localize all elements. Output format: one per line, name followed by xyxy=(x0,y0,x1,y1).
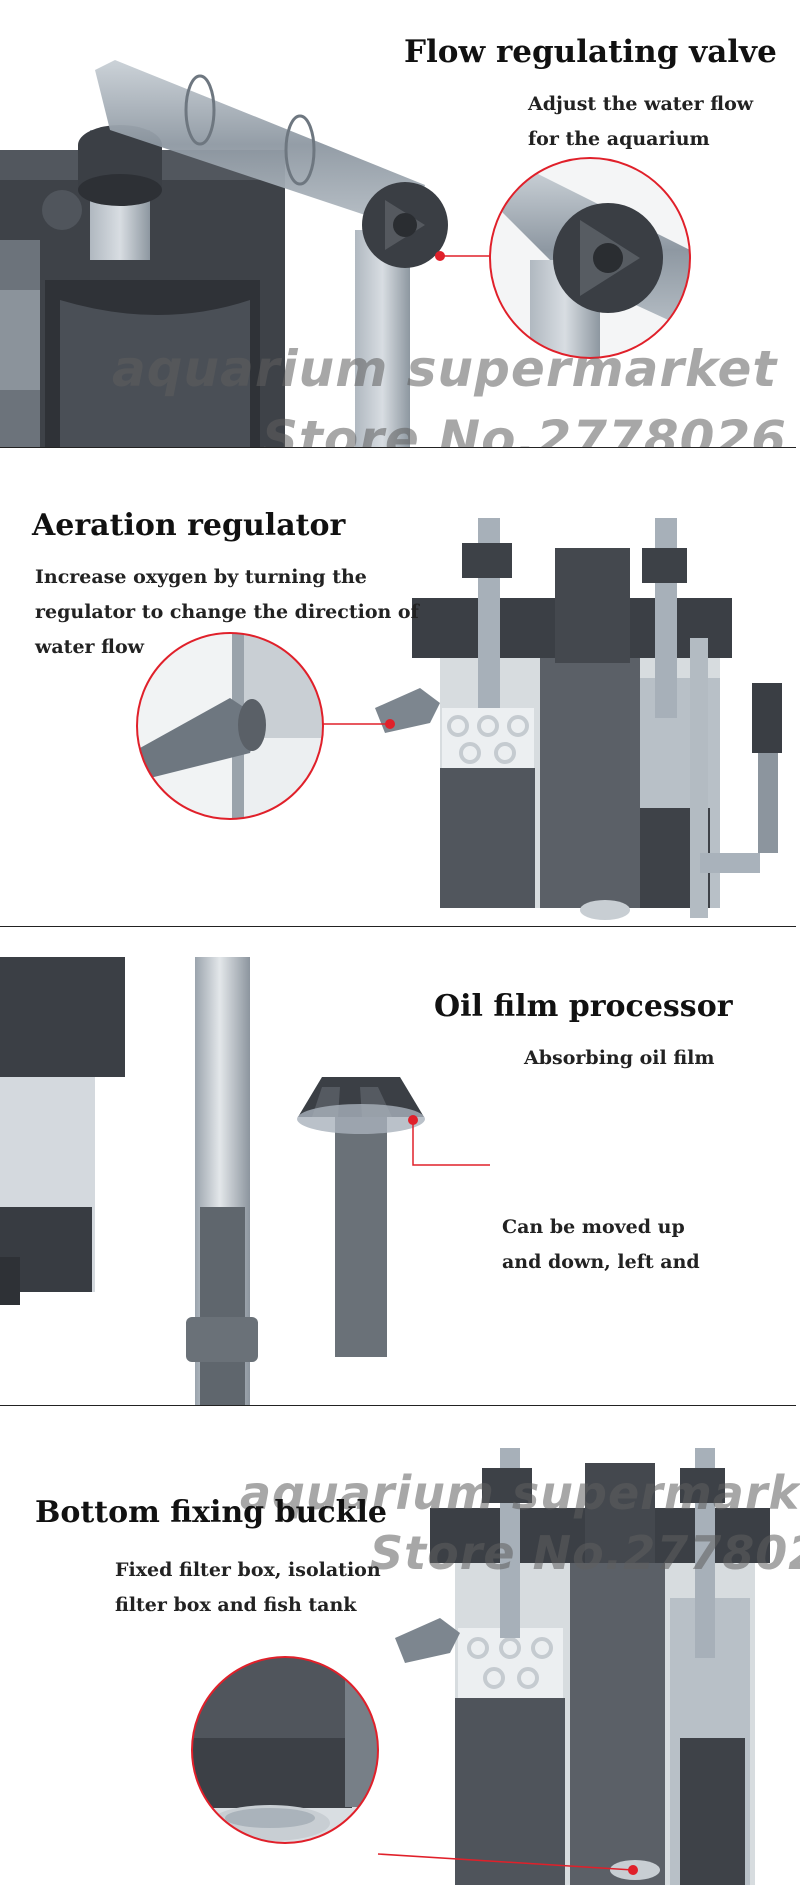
section-flow-valve: Flow regulating valve Adjust the water f… xyxy=(0,0,800,447)
bottom-buckle-illustration xyxy=(191,1448,770,1885)
description-line: Absorbing oil film xyxy=(524,1047,715,1069)
section-title: Bottom fixing buckle xyxy=(35,1495,387,1530)
section-divider xyxy=(0,447,796,448)
aeration-illustration xyxy=(136,518,782,920)
filter-lid xyxy=(0,957,125,1077)
watermark-line-1: aquarium supermarket xyxy=(112,340,778,398)
section-description: Increase oxygen by turning the regulator… xyxy=(35,560,419,665)
section-divider xyxy=(0,926,796,927)
description-line: Fixed filter box, isolation xyxy=(115,1559,381,1581)
flow-valve-illustration xyxy=(0,60,691,447)
section-oil-film: Oil film processor Absorbing oil film Ca… xyxy=(0,957,800,1405)
flow-pipe xyxy=(95,60,425,230)
aeration-nozzle xyxy=(395,1618,460,1663)
watermark-line-2: Store No.2778026 xyxy=(370,1526,800,1580)
watermark-line-1: aquarium supermarket xyxy=(240,1466,800,1520)
description-line: for the aquarium xyxy=(528,128,710,150)
description-line: filter box and fish tank xyxy=(115,1594,357,1616)
zoom-inset xyxy=(192,1657,378,1843)
section-divider xyxy=(0,1405,796,1406)
section-aeration: Aeration regulator Increase oxygen by tu… xyxy=(0,478,800,928)
section-description: Adjust the water flow for the aquarium xyxy=(528,87,753,157)
section-title: Aeration regulator xyxy=(32,508,346,543)
aeration-nozzle xyxy=(375,688,440,733)
section-description: Fixed filter box, isolation filter box a… xyxy=(115,1553,381,1623)
description-line: water flow xyxy=(35,636,144,658)
section-description: Absorbing oil film xyxy=(524,1041,714,1076)
note-line: and down, left and xyxy=(502,1251,700,1273)
section-title: Flow regulating valve xyxy=(404,34,777,70)
section-title: Oil film processor xyxy=(434,989,733,1024)
watermark-line-2: Store No.2778026 xyxy=(262,410,787,447)
section-bottom-buckle: aquarium supermarket Store No.2778026 Bo… xyxy=(0,1438,800,1885)
description-line: Adjust the water flow xyxy=(528,93,754,115)
processor-stem xyxy=(335,1097,387,1357)
oil-film-illustration xyxy=(0,957,490,1405)
description-line: regulator to change the direction of xyxy=(35,601,419,623)
zoom-inset xyxy=(490,158,690,358)
section-note: Can be moved up and down, left and xyxy=(502,1210,700,1280)
description-line: Increase oxygen by turning the xyxy=(35,566,367,588)
note-line: Can be moved up xyxy=(502,1216,685,1238)
